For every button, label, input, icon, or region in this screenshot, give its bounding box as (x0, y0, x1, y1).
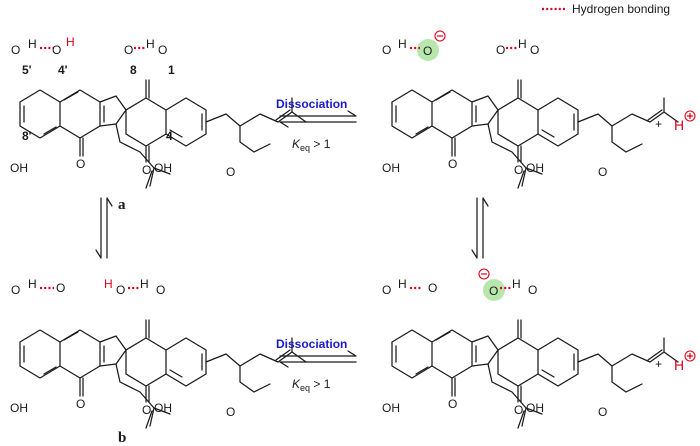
atom-h: H (398, 37, 407, 51)
charged-oxygen-highlight (417, 39, 439, 61)
equilibrium-arrow-top: Dissociation Keq > 1 (276, 97, 357, 153)
atom-oh: OH (526, 161, 544, 175)
atom-h: H (512, 277, 521, 291)
atom-o: O (142, 163, 151, 177)
atom-h: H (140, 277, 149, 291)
atom-o: O (382, 283, 391, 297)
atom-o: O (142, 403, 151, 417)
atom-o: O (158, 43, 167, 57)
tautomer-arrow-right (471, 197, 489, 259)
position-5p: 5' (22, 63, 32, 77)
atom-o: O (598, 165, 607, 179)
atom-o: O (514, 403, 523, 417)
atom-o: O (156, 283, 165, 297)
charged-oxygen-highlight (483, 279, 505, 301)
atom-o: O (423, 44, 432, 58)
structure-label-b: b (118, 430, 126, 446)
dissociation-label: Dissociation (276, 337, 347, 351)
proton: H (674, 357, 684, 373)
atom-h: H (146, 37, 155, 51)
keq-label: Keq > 1 (292, 137, 331, 153)
atom-oh: OH (526, 401, 544, 415)
atom-h: H (518, 37, 527, 51)
atom-o: O (428, 281, 437, 295)
atom-o: O (448, 397, 457, 411)
atom-o: O (382, 43, 391, 57)
atom-o: O (11, 43, 20, 57)
position-1: 1 (168, 63, 175, 77)
atom-o: O (11, 283, 20, 297)
equilibrium-arrow-bottom: Dissociation Keq > 1 (276, 337, 357, 393)
atom-o: O (124, 43, 133, 57)
structure-b: O H O H O H O OH OH O O O (10, 277, 307, 429)
dissociation-label: Dissociation (276, 97, 347, 111)
atom-o: O (56, 281, 65, 295)
plus-sign: + (655, 357, 662, 371)
atom-oh: OH (154, 401, 172, 415)
structure-a: O H O H 5' 4' O H O 8 1 8' 4 OH OH O O O (10, 35, 307, 189)
atom-o: O (496, 43, 505, 57)
atom-h-red: H (104, 277, 113, 291)
atom-o: O (76, 397, 85, 411)
atom-o: O (530, 43, 539, 57)
structure-label-a: a (118, 197, 126, 213)
keq-label: Keq > 1 (292, 377, 331, 393)
atom-o: O (76, 157, 85, 171)
atom-o: O (514, 163, 523, 177)
position-8: 8 (130, 63, 137, 77)
atom-o: O (226, 165, 235, 179)
atom-oh: OH (10, 161, 28, 175)
proton: H (674, 117, 684, 133)
position-4: 4 (166, 129, 173, 143)
legend-label: Hydrogen bonding (572, 2, 670, 16)
atom-o: O (598, 405, 607, 419)
position-4p: 4' (58, 63, 68, 77)
atom-o: O (448, 157, 457, 171)
atom-h: H (28, 277, 37, 291)
atom-o: O (226, 405, 235, 419)
atom-o: O (489, 284, 498, 298)
atom-o: O (528, 283, 537, 297)
atom-oh: OH (382, 161, 400, 175)
structure-a-anion: O H O O H O OH OH O O O (382, 30, 679, 189)
atom-oh: OH (382, 401, 400, 415)
plus-sign: + (655, 117, 662, 131)
atom-h-red: H (66, 35, 75, 49)
atom-h: H (28, 37, 37, 51)
atom-h: H (398, 277, 407, 291)
atom-o: O (116, 283, 125, 297)
tautomer-arrow-left (95, 197, 113, 259)
structure-b-anion: O H O O H O OH OH O O O (382, 268, 679, 429)
atom-oh: OH (10, 401, 28, 415)
atom-oh: OH (154, 161, 172, 175)
position-8p: 8' (22, 129, 32, 143)
atom-o: O (52, 43, 61, 57)
